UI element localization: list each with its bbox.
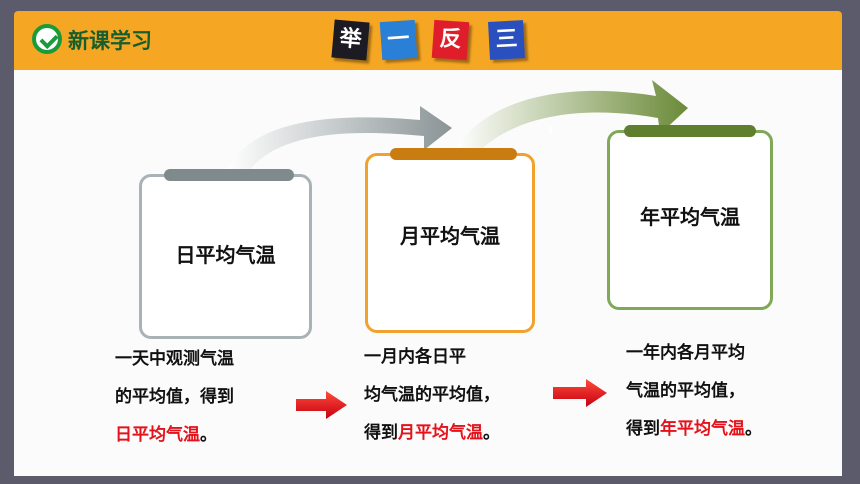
description-prefix: 得到 <box>626 419 660 439</box>
daily-description: 一天中观测气温 的平均值，得到 日平均气温。 <box>115 340 234 454</box>
highlight-term: 年平均气温 <box>660 419 745 439</box>
leaf-check-logo-icon <box>32 24 62 54</box>
section-title: 新课学习 <box>68 29 152 53</box>
description-line: 日平均气温。 <box>115 416 234 454</box>
card-title: 月平均气温 <box>400 224 500 248</box>
description-suffix: 。 <box>483 423 500 443</box>
header-bar <box>14 11 842 70</box>
card-title: 年平均气温 <box>640 205 740 229</box>
yearly-average-card: 年平均气温 <box>607 125 773 310</box>
red-arrow-right-icon <box>296 391 347 419</box>
red-arrow-right-icon <box>553 379 607 407</box>
description-line: 的平均值，得到 <box>115 387 234 407</box>
card-clip-bar <box>624 125 756 137</box>
description-prefix: 得到 <box>364 423 398 443</box>
daily-average-card: 日平均气温 <box>139 169 312 339</box>
highlight-term: 日平均气温 <box>115 425 200 445</box>
description-line: 得到月平均气温。 <box>364 414 500 452</box>
card-clip-bar <box>164 169 294 181</box>
description-suffix: 。 <box>200 425 217 445</box>
yearly-description: 一年内各月平均 气温的平均值， 得到年平均气温。 <box>626 334 762 448</box>
description-line: 均气温的平均值， <box>364 385 500 405</box>
curved-arrow-2-icon <box>456 80 688 152</box>
description-line: 一月内各日平 <box>364 347 466 367</box>
description-line: 一天中观测气温 <box>115 349 234 369</box>
monthly-average-card: 月平均气温 <box>365 148 535 333</box>
card-title: 日平均气温 <box>175 243 276 267</box>
monthly-description: 一月内各日平 均气温的平均值， 得到月平均气温。 <box>364 338 500 452</box>
description-line: 得到年平均气温。 <box>626 410 762 448</box>
curved-arrow-1-icon <box>226 106 452 178</box>
description-suffix: 。 <box>745 419 762 439</box>
highlight-term: 月平均气温 <box>398 423 483 443</box>
card-clip-bar <box>390 148 517 160</box>
description-line: 气温的平均值， <box>626 381 745 401</box>
description-line: 一年内各月平均 <box>626 343 745 363</box>
